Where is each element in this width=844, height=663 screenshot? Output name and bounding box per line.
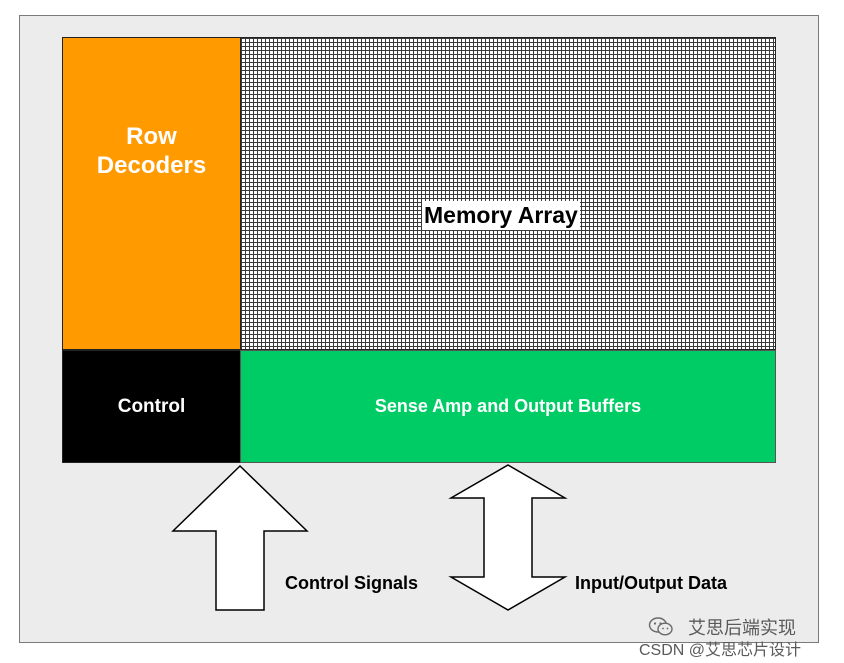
wechat-icon: [648, 617, 673, 636]
row-decoders-label: Row Decoders: [96, 122, 207, 179]
sense-amp-label: Sense Amp and Output Buffers: [374, 396, 642, 416]
watermark-line1: 艾思后端实现: [688, 618, 796, 638]
control-block: Control: [62, 350, 241, 463]
input-output-data-label: Input/Output Data: [575, 573, 727, 593]
watermark-source: CSDN @艾思芯片设计: [639, 642, 802, 659]
sense-amp-block: Sense Amp and Output Buffers: [240, 350, 776, 463]
watermark-text: 艾思后端实现: [648, 614, 796, 640]
control-label: Control: [117, 395, 186, 417]
memory-array-block: Memory Array: [240, 37, 776, 350]
memory-array-label: Memory Array: [422, 201, 580, 230]
control-signals-label: Control Signals: [285, 573, 419, 593]
row-decoders-block: Row Decoders: [62, 37, 241, 350]
